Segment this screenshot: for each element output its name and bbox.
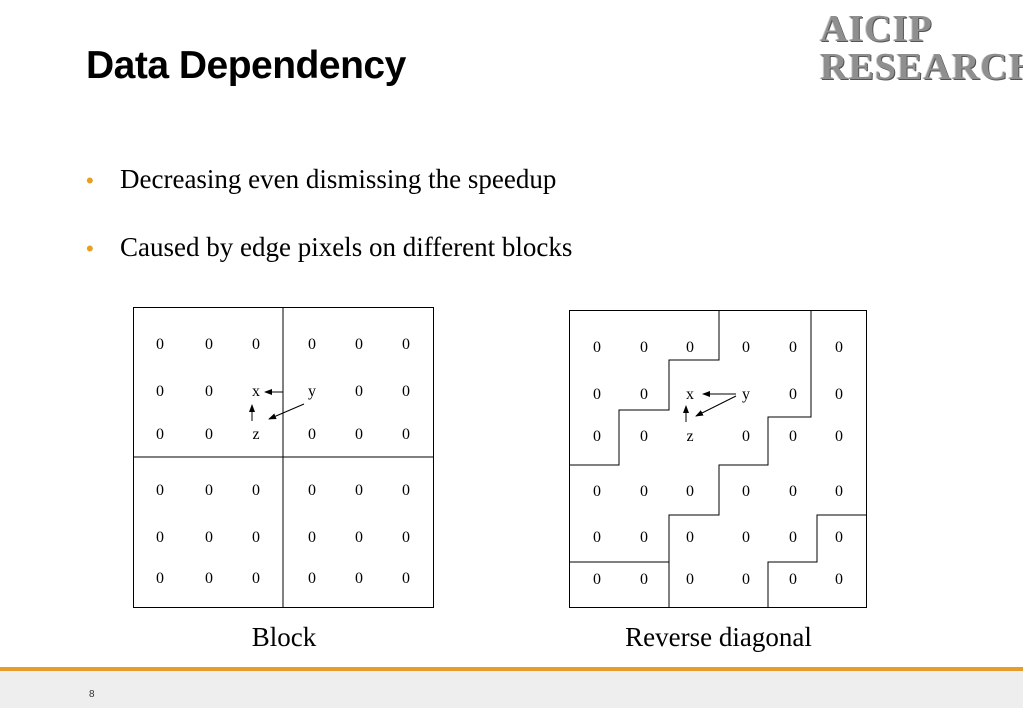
grid-cell: 0 [789, 483, 797, 500]
grid-cell: 0 [308, 426, 316, 443]
reverse-diagonal-caption: Reverse diagonal [625, 622, 812, 652]
grid-cell: 0 [205, 570, 213, 587]
grid-cell: 0 [640, 483, 648, 500]
grid-cell: 0 [789, 571, 797, 588]
grid-cell: 0 [835, 529, 843, 546]
grid-cell: 0 [593, 483, 601, 500]
grid-cell: 0 [742, 483, 750, 500]
grid-cell: 0 [742, 529, 750, 546]
grid-cell: 0 [402, 336, 410, 353]
grid-cell: 0 [156, 336, 164, 353]
grid-cell: 0 [156, 426, 164, 443]
grid-cell: 0 [789, 386, 797, 403]
grid-cell: 0 [835, 386, 843, 403]
grid-cell: 0 [252, 336, 260, 353]
block-caption: Block [251, 622, 317, 652]
reverse-diagonal-svg: 0 0 0 0 0 0 0 0 x y 0 0 0 0 z 0 0 0 0 0 0 0 0 0 0 0 0 0 0 0 0 0 0 0 0 0 [569, 310, 867, 608]
grid-cell: 0 [593, 428, 601, 445]
grid-cell: 0 [355, 482, 363, 499]
grid-cell: 0 [355, 570, 363, 587]
grid-cell: y [308, 383, 316, 400]
grid-cell: 0 [742, 339, 750, 356]
grid-cell: 0 [593, 571, 601, 588]
diagonal-cells: 0 0 0 0 0 0 0 0 x y 0 0 0 0 z 0 0 0 0 0 0 0 0 0 0 0 0 0 0 0 0 0 0 0 0 0 [593, 339, 843, 588]
bullet-dot-icon: • [86, 236, 94, 261]
block-diagram: 0 0 0 0 0 0 0 0 x y 0 0 0 0 z 0 0 0 0 0 0 0 0 0 0 0 0 0 0 0 0 0 0 0 0 0 [133, 307, 435, 614]
grid-cell: 0 [402, 383, 410, 400]
footer-accent-line [0, 667, 1023, 671]
grid-cell: 0 [593, 339, 601, 356]
grid-cell: 0 [205, 529, 213, 546]
bullet-dot-icon: • [86, 168, 94, 193]
block-cells: 0 0 0 0 0 0 0 0 x y 0 0 0 0 z 0 0 0 0 0 0 0 0 0 0 0 0 0 0 0 0 0 0 0 0 0 [156, 336, 410, 587]
grid-cell: 0 [640, 339, 648, 356]
grid-cell: 0 [402, 482, 410, 499]
grid-cell: 0 [593, 386, 601, 403]
grid-cell: 0 [355, 336, 363, 353]
bullet-text: Caused by edge pixels on different block… [120, 232, 573, 262]
grid-cell: 0 [402, 570, 410, 587]
grid-cell: x [252, 383, 260, 400]
diagonal-outline [569, 310, 867, 608]
bullet-text: Decreasing even dismissing the speedup [120, 164, 557, 194]
grid-cell: 0 [593, 529, 601, 546]
aicip-research-logo: AICIP RESEARCH [818, 4, 1023, 88]
reverse-diagonal-diagram: 0 0 0 0 0 0 0 0 x y 0 0 0 0 z 0 0 0 0 0 0 0 0 0 0 0 0 0 0 0 0 0 0 0 0 0 [569, 310, 868, 614]
bullet-list: • Decreasing even dismissing the speedup… [86, 164, 572, 300]
grid-cell: 0 [640, 529, 648, 546]
grid-cell: 0 [835, 483, 843, 500]
grid-cell: z [686, 428, 693, 445]
bullet-item: • Caused by edge pixels on different blo… [86, 232, 572, 266]
grid-cell: 0 [156, 383, 164, 400]
grid-cell: 0 [205, 426, 213, 443]
grid-cell: 0 [640, 428, 648, 445]
grid-cell: 0 [640, 386, 648, 403]
arrow-to-y [268, 403, 305, 420]
grid-cell: 0 [308, 482, 316, 499]
footer-bar [0, 671, 1023, 708]
page-number: 8 [89, 689, 95, 700]
grid-cell: 0 [835, 339, 843, 356]
grid-cell: 0 [156, 529, 164, 546]
grid-cell: 0 [402, 529, 410, 546]
block-diagram-svg: 0 0 0 0 0 0 0 0 x y 0 0 0 0 z 0 0 0 0 0 0 0 0 0 0 0 0 0 0 0 0 0 0 0 0 0 [133, 307, 434, 608]
grid-cell: 0 [686, 571, 694, 588]
grid-cell: 0 [308, 529, 316, 546]
grid-cell: 0 [308, 336, 316, 353]
grid-cell: 0 [355, 383, 363, 400]
grid-cell: 0 [355, 426, 363, 443]
grid-cell: 0 [640, 571, 648, 588]
grid-cell: 0 [156, 570, 164, 587]
logo-line-2: RESEARCH [820, 46, 1023, 88]
grid-cell: 0 [252, 529, 260, 546]
grid-cell: 0 [686, 529, 694, 546]
grid-cell: 0 [789, 428, 797, 445]
grid-cell: 0 [205, 482, 213, 499]
logo-line-1: AICIP [820, 8, 933, 50]
grid-cell: 0 [252, 482, 260, 499]
arrow-to-y [695, 395, 737, 417]
grid-cell: 0 [789, 529, 797, 546]
grid-cell: 0 [742, 428, 750, 445]
grid-cell: 0 [686, 339, 694, 356]
grid-cell: 0 [686, 483, 694, 500]
grid-cell: 0 [205, 383, 213, 400]
grid-cell: z [252, 426, 259, 443]
grid-cell: 0 [835, 428, 843, 445]
grid-cell: 0 [402, 426, 410, 443]
slide-title: Data Dependency [86, 44, 406, 87]
grid-cell: 0 [252, 570, 260, 587]
grid-cell: 0 [156, 482, 164, 499]
bullet-item: • Decreasing even dismissing the speedup [86, 164, 572, 198]
grid-cell: 0 [205, 336, 213, 353]
grid-cell: 0 [355, 529, 363, 546]
grid-cell: y [742, 386, 750, 403]
grid-cell: 0 [835, 571, 843, 588]
grid-cell: x [686, 386, 694, 403]
diagonal-boundaries [569, 310, 867, 608]
grid-cell: 0 [742, 571, 750, 588]
grid-cell: 0 [308, 570, 316, 587]
grid-cell: 0 [789, 339, 797, 356]
